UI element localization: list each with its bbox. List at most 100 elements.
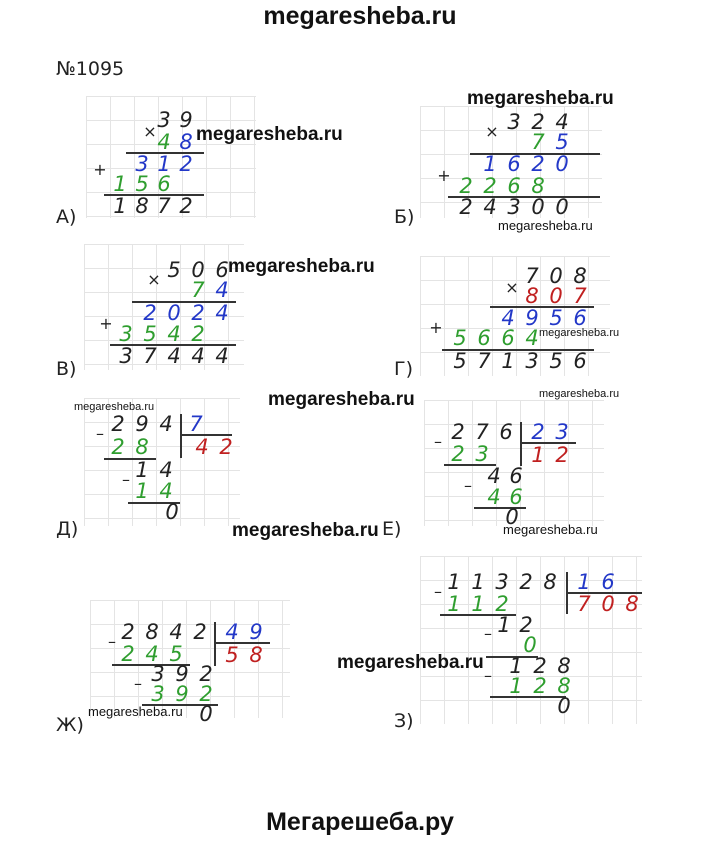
label-v: В) <box>56 358 77 380</box>
minus-sign: – <box>96 424 104 443</box>
label-g: Г) <box>394 358 413 380</box>
divisor-digit: 7 <box>189 412 203 436</box>
partial-digit: 2 <box>459 174 473 198</box>
grid-background <box>420 106 602 218</box>
multiplier-digit: 7 <box>531 130 545 154</box>
dividend-digit: 7 <box>475 420 489 444</box>
watermark: megaresheba.ru <box>196 124 343 145</box>
subtrahend-digit: 2 <box>199 682 213 706</box>
grid-background <box>424 400 604 526</box>
partial-digit: 4 <box>501 306 515 330</box>
quotient-line <box>214 642 270 644</box>
subtrahend-digit: 1 <box>447 592 461 616</box>
dividend-digit: 2 <box>121 620 135 644</box>
remainder-digit: 2 <box>533 654 547 678</box>
subtrahend-digit: 5 <box>169 642 183 666</box>
subtrahend-digit: 2 <box>495 592 509 616</box>
multiplier-digit: 7 <box>573 284 587 308</box>
panel-z: – 1 1 3 2 8 1 6 7 0 8 1 1 2 – 1 2 0 – 1 … <box>420 556 642 724</box>
partial-digit: 1 <box>157 152 171 176</box>
multiplicand-digit: 3 <box>507 110 521 134</box>
remainder-digit: 1 <box>135 458 149 482</box>
panel-d: – 2 9 4 7 4 2 2 8 – 1 4 1 4 0 <box>84 398 240 526</box>
minus-sign: – <box>134 674 142 693</box>
partial-digit: 2 <box>191 301 205 325</box>
remainder-digit: 6 <box>509 464 523 488</box>
partial-digit: 6 <box>507 152 521 176</box>
quotient-digit: 7 <box>577 592 591 616</box>
panel-b: × 3 2 4 7 5 + 1 6 2 0 2 2 6 8 2 4 3 0 0 <box>420 106 602 219</box>
watermark: megaresheba.ru <box>539 388 620 400</box>
site-footer-title: Мегарешеба.ру <box>266 808 454 836</box>
partial-digit: 6 <box>501 326 515 350</box>
subtrahend-digit: 3 <box>151 682 165 706</box>
partial-digit: 2 <box>191 322 205 346</box>
result-digit: 1 <box>501 349 515 373</box>
partial-digit: 3 <box>135 152 149 176</box>
subtrahend-digit: 4 <box>159 479 173 503</box>
multiplier-digit: 4 <box>215 278 229 302</box>
problem-number: №1095 <box>56 58 125 80</box>
result-digit: 4 <box>191 344 205 368</box>
subtrahend-digit: 4 <box>145 642 159 666</box>
step-line <box>104 458 156 460</box>
step-line <box>486 656 538 658</box>
label-e: Е) <box>382 518 402 540</box>
subtrahend-digit: 2 <box>121 642 135 666</box>
panel-g: × 7 0 8 8 0 7 + 4 9 5 6 5 6 6 4 5 7 1 3 … <box>420 256 610 376</box>
watermark: megaresheba.ru <box>74 401 155 413</box>
remainder-digit: 0 <box>199 702 213 726</box>
dividend-digit: 9 <box>135 412 149 436</box>
minus-sign: – <box>122 470 130 489</box>
quotient-line <box>566 592 642 594</box>
step-line <box>474 507 526 509</box>
remainder-digit: 2 <box>519 613 533 637</box>
partial-digit: 4 <box>167 322 181 346</box>
remainder-digit: 2 <box>199 662 213 686</box>
remainder-digit: 4 <box>487 464 501 488</box>
multiply-sign: × <box>147 270 161 289</box>
division-bar <box>180 414 182 458</box>
panel-e: – 2 7 6 2 3 1 2 2 3 – 4 6 4 6 0 <box>424 400 604 529</box>
watermark: megaresheba.ru <box>467 88 614 109</box>
division-bar <box>520 422 522 466</box>
sum-line <box>442 349 594 351</box>
quotient-line <box>520 442 576 444</box>
subtrahend-digit: 3 <box>475 442 489 466</box>
dividend-digit: 4 <box>159 412 173 436</box>
sum-line <box>104 194 204 196</box>
dividend-digit: 2 <box>451 420 465 444</box>
minus-sign: – <box>484 624 492 643</box>
result-digit: 4 <box>215 344 229 368</box>
partial-digit: 4 <box>525 326 539 350</box>
plus-sign: + <box>429 318 443 337</box>
partial-digit: 1 <box>483 152 497 176</box>
remainder-digit: 1 <box>497 613 511 637</box>
dividend-digit: 3 <box>495 570 509 594</box>
partial-digit: 5 <box>453 326 467 350</box>
multiply-sign: × <box>505 278 519 297</box>
subtrahend-digit: 4 <box>487 485 501 509</box>
partial-digit: 6 <box>507 174 521 198</box>
result-digit: 3 <box>507 195 521 219</box>
panel-a: × 3 9 4 8 + 3 1 2 1 5 6 1 8 7 2 <box>86 96 256 218</box>
divisor-digit: 4 <box>225 620 239 644</box>
result-digit: 7 <box>157 194 171 218</box>
partial-digit: 2 <box>531 152 545 176</box>
partial-digit: 5 <box>549 306 563 330</box>
dividend-digit: 4 <box>169 620 183 644</box>
result-digit: 2 <box>179 194 193 218</box>
step-line <box>128 502 180 504</box>
dividend-digit: 1 <box>471 570 485 594</box>
partial-digit: 6 <box>157 172 171 196</box>
partial-digit: 5 <box>135 172 149 196</box>
multiply-sign: × <box>485 122 499 141</box>
minus-sign: – <box>108 632 116 651</box>
quotient-digit: 4 <box>195 435 209 459</box>
dividend-digit: 2 <box>111 412 125 436</box>
result-digit: 5 <box>549 349 563 373</box>
multiplier-digit: 5 <box>555 130 569 154</box>
multiplicand-digit: 8 <box>573 264 587 288</box>
watermark: megaresheba.ru <box>232 520 379 541</box>
divisor-digit: 9 <box>249 620 263 644</box>
